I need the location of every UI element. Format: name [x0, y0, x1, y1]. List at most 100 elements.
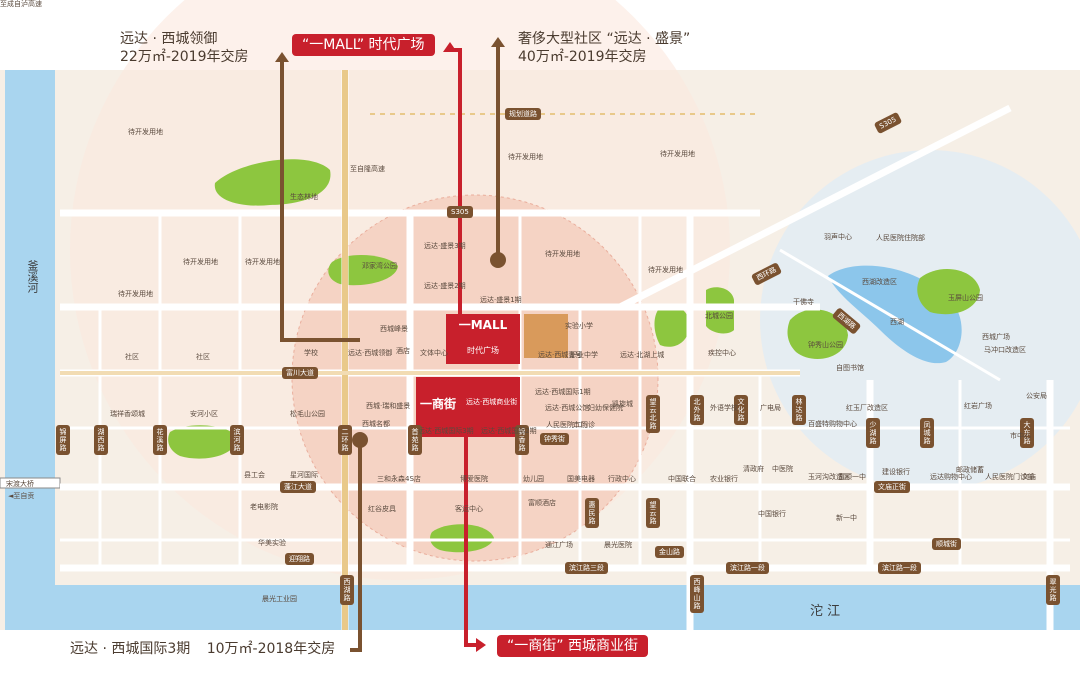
vsign-erhuan: 二环路: [338, 425, 352, 455]
place-label: 幼儿园: [523, 475, 544, 483]
place-label: 晨光医院: [604, 541, 632, 549]
vsign-fengcheng: 凤城路: [920, 418, 934, 448]
place-label: 三和永森4S店: [377, 475, 421, 483]
road-sign-binjiang-1a: 滨江路一段: [726, 562, 769, 574]
place-label: 建设银行: [882, 468, 910, 476]
vsign-west-bottom: 西湖路: [340, 575, 354, 605]
place-label: 人民医院二门诊: [546, 421, 595, 429]
vsign-shaohu: 少湖路: [866, 418, 880, 448]
place-label: 职业中学: [570, 351, 598, 359]
place-label: 华美实验: [258, 539, 286, 547]
place-label: 西城峰景: [380, 325, 408, 333]
place-label: 远达·盛景3期: [424, 242, 466, 250]
street-title: 一商街: [420, 397, 457, 411]
place-label: 安河小区: [190, 410, 218, 418]
vsign-huimin: 惠民路: [585, 498, 599, 528]
shengjing-name: 奢侈大型社区 “远达 · 盛景”: [518, 31, 691, 47]
west-river: [5, 70, 55, 630]
place-label: 玉河沟改造区: [808, 473, 850, 481]
place-label: 西城广场: [982, 333, 1010, 341]
place-label: 待开发用地: [660, 150, 695, 158]
river-label-fuxi: 釜溪河: [26, 260, 39, 293]
vsign-jinxiang: 锦香路: [515, 425, 529, 455]
place-label: 远达·西城国际3期: [418, 427, 474, 435]
minor-roads: [60, 213, 1070, 568]
street-subtitle: 远达·西城商业街: [466, 398, 518, 406]
place-label: 待开发用地: [128, 128, 163, 136]
road-sign-jinshan: 金山路: [655, 546, 684, 558]
place-label: 生态林地: [290, 193, 318, 201]
vsign-binhe: 滨河路: [230, 425, 244, 455]
place-label: 干佛寺: [793, 298, 814, 306]
river-label-tuojiang: 沱 江: [810, 604, 841, 619]
place-label: 中医院: [772, 465, 793, 473]
road-sign-shuncheng: 顺城街: [932, 538, 961, 550]
songdu-bridge: [0, 477, 61, 489]
place-label: 玉屏山公园: [948, 294, 983, 302]
callout-line-lingyu: [280, 62, 360, 342]
place-label: 西城名都: [362, 420, 390, 428]
place-label: 远达·盛景2期: [424, 282, 466, 290]
vsign-wangyun: 望云路: [646, 498, 660, 528]
vsign-xifeng: 西峰山路: [690, 575, 704, 613]
callout-guoji3: 远达 · 西城国际3期 10万㎡-2018年交房: [70, 640, 335, 658]
mall-block: [446, 314, 520, 364]
guoji3-name: 远达 · 西城国际3期: [70, 641, 191, 657]
place-label: 广电局: [760, 404, 781, 412]
shiyan-plot: [524, 314, 568, 358]
place-label: 瑞祥香颂城: [110, 410, 145, 418]
place-label: 实验小学: [565, 322, 593, 330]
place-label: 待开发用地: [118, 290, 153, 298]
green-plot-1: [654, 305, 690, 347]
place-label: 市场: [573, 421, 587, 429]
street-block: [416, 377, 520, 437]
place-label: 至自隆高速: [350, 165, 385, 173]
south-river: [55, 585, 1080, 630]
callout-lingyu: 远达 · 西城领御 22万㎡-2019年交房: [120, 30, 249, 66]
place-label: 西湖改造区: [862, 278, 897, 286]
place-label: 疾控中心: [708, 349, 736, 357]
place-label: 文庙: [1022, 473, 1036, 481]
place-label: 农业银行: [710, 475, 738, 483]
lingyu-name: 远达 · 西城领御: [120, 31, 218, 47]
road-sign-penglai: 蓬江大道: [280, 481, 316, 493]
place-label: 星河国际: [290, 471, 318, 479]
place-label: 松毛山公园: [290, 410, 325, 418]
place-label: 凯旋城: [612, 400, 633, 408]
place-label: 富顺一中: [838, 473, 866, 481]
place-label: 远达·西城公馆: [545, 404, 590, 412]
shengjing-detail: 40万㎡-2019年交房: [518, 49, 647, 65]
place-label: 中国联合: [668, 475, 696, 483]
road-sign-s305: S305: [447, 206, 473, 218]
place-label: 外语学校: [710, 404, 738, 412]
place-label: 客运中心: [455, 505, 483, 513]
vsign-jinping: 锦屏路: [56, 425, 70, 455]
place-label: 博爱医院: [460, 475, 488, 483]
place-label: 百盛特购物中心: [808, 420, 857, 428]
vsign-wenhua: 文化路: [734, 395, 748, 425]
place-label: 老电影院: [250, 503, 278, 511]
place-label: 邓家湾公园: [362, 262, 397, 270]
place-label: 中国银行: [758, 510, 786, 518]
place-label: 至成自泸高速: [0, 0, 42, 8]
guoji3-dot: [352, 432, 368, 448]
vsign-wangyun-north: 望云北路: [646, 395, 660, 433]
place-label: 远达·西城国际2期: [481, 427, 537, 435]
vsign-huaxi: 花溪路: [153, 425, 167, 455]
place-label: 远达·西城领御: [348, 349, 393, 357]
road-sign-planned: 规划道路: [505, 108, 541, 120]
place-label: 红谷皮具: [368, 505, 396, 513]
place-label: 远达·北湖上城: [620, 351, 665, 359]
callout-line-guoji3: [350, 440, 362, 652]
arrow-up-icon: [443, 42, 457, 52]
place-label: 邮政储蓄: [956, 466, 984, 474]
place-label: 红岩广场: [964, 402, 992, 410]
place-label: 待开发用地: [508, 153, 543, 161]
place-label: 远达·西城国际1期: [535, 388, 591, 396]
place-label: 妇幼保健院: [588, 404, 623, 412]
vsign-dadong: 大东路: [1020, 418, 1034, 448]
place-label: 待开发用地: [245, 258, 280, 266]
shengjing-dot: [490, 252, 506, 268]
place-label: 远达·西城壹号: [538, 351, 583, 359]
callout-line-street: [464, 406, 478, 647]
